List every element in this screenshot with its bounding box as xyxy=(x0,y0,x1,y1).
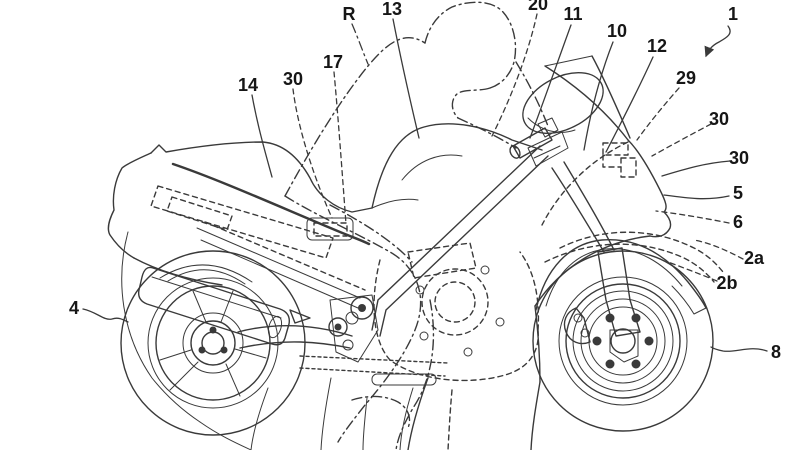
leader-line xyxy=(667,261,718,282)
ref-label-1-9: 1 xyxy=(704,4,738,58)
leader-line xyxy=(82,308,129,323)
ref-label-20-5: 20 xyxy=(491,0,548,137)
leader-line xyxy=(333,71,347,225)
ref-label-12-8: 12 xyxy=(605,36,667,153)
leader-line xyxy=(655,210,730,224)
leader-line xyxy=(491,13,538,137)
leader-line xyxy=(693,239,744,260)
rear-wheel xyxy=(120,250,306,436)
ref-num-text: 2b xyxy=(716,273,737,293)
leader-line xyxy=(351,23,369,65)
front-fork xyxy=(551,161,641,345)
ref-num-text: R xyxy=(343,4,356,24)
ref-label-29-10: 29 xyxy=(636,68,696,141)
leader-line xyxy=(661,160,731,177)
belly-fairing xyxy=(407,305,541,450)
exhaust-muffler xyxy=(137,266,290,346)
ref-num-text: 17 xyxy=(323,52,343,72)
tail-seat-bodywork xyxy=(107,141,373,450)
frame-and-tank xyxy=(371,123,549,337)
leader-line xyxy=(605,56,654,153)
ref-num-text: 5 xyxy=(733,183,743,203)
swingarm-footpeg xyxy=(237,294,449,386)
ref-num-text: 4 xyxy=(69,298,79,318)
ref-num-text: 29 xyxy=(676,68,696,88)
leader-line xyxy=(583,41,614,151)
ref-label-4-18: 4 xyxy=(69,298,129,323)
leader-line xyxy=(710,346,768,352)
ref-num-text: 30 xyxy=(709,109,729,129)
ref-label-14-0: 14 xyxy=(238,75,273,178)
ref-num-text: 30 xyxy=(729,148,749,168)
leader-line xyxy=(663,194,730,200)
ref-num-text: 1 xyxy=(728,4,738,24)
cropped-leader-lines xyxy=(250,377,453,450)
leader-line xyxy=(251,94,273,178)
ref-label-2a-15: 2a xyxy=(693,239,765,268)
ref-num-text: 8 xyxy=(771,342,781,362)
ref-num-text: 10 xyxy=(607,21,627,41)
ref-label-8-17: 8 xyxy=(710,342,781,362)
ref-num-text: 2a xyxy=(744,248,765,268)
ref-num-text: 6 xyxy=(733,212,743,232)
ref-label-13-4: 13 xyxy=(382,0,420,139)
ref-num-text: 30 xyxy=(283,69,303,89)
front-wheel xyxy=(532,250,714,432)
leader-line xyxy=(704,25,731,58)
ref-num-text: 11 xyxy=(563,4,582,24)
ref-label-r-3: R xyxy=(343,4,369,65)
front-fender xyxy=(535,231,724,315)
ref-label-2b-16: 2b xyxy=(667,261,738,293)
ref-label-17-2: 17 xyxy=(323,52,347,225)
ref-label-11-6: 11 xyxy=(529,4,583,139)
ref-num-text: 20 xyxy=(528,0,548,14)
ref-label-30-11: 30 xyxy=(651,109,729,157)
ref-label-5-13: 5 xyxy=(663,183,743,203)
ref-label-30-1: 30 xyxy=(283,69,333,219)
leader-line xyxy=(529,24,572,139)
ref-label-10-7: 10 xyxy=(583,21,627,151)
ref-label-30-12: 30 xyxy=(661,148,749,177)
ref-num-text: 14 xyxy=(238,75,258,95)
leader-line xyxy=(636,87,680,141)
ref-num-text: 13 xyxy=(382,0,402,19)
leader-line xyxy=(392,18,420,139)
leader-line xyxy=(651,123,712,157)
leader-line xyxy=(292,88,333,219)
ref-label-6-14: 6 xyxy=(655,210,743,232)
ref-num-text: 12 xyxy=(647,36,667,56)
